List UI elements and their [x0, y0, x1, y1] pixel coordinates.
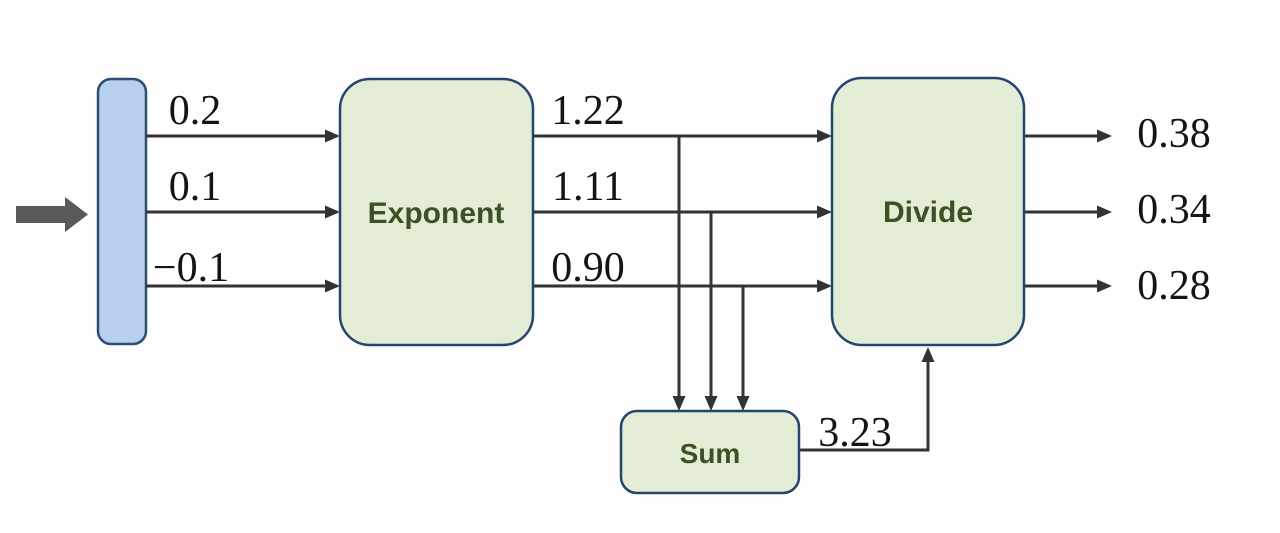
input-value-3: −0.1 [153, 245, 229, 291]
edge-sum-to-divide [799, 347, 935, 452]
input-vector-bar [96, 77, 148, 346]
exp-output-value-1: 1.22 [551, 88, 625, 134]
sum-node-label: Sum [680, 438, 741, 469]
exponent-node [338, 77, 535, 347]
input-value-1: 0.2 [169, 88, 222, 134]
input-arrow-icon [16, 197, 88, 232]
output-value-2: 0.34 [1137, 187, 1211, 233]
divide-node [830, 76, 1026, 347]
input-value-2: 0.1 [169, 164, 222, 210]
exponent-node-label: Exponent [368, 197, 505, 230]
sum-output-value: 3.23 [818, 410, 892, 456]
output-value-3: 0.28 [1137, 263, 1211, 309]
output-value-1: 0.38 [1137, 111, 1211, 157]
sum-node [619, 409, 801, 495]
exp-output-value-2: 1.11 [552, 164, 624, 210]
exp-output-value-3: 0.90 [551, 245, 625, 291]
divide-node-label: Divide [883, 196, 973, 229]
